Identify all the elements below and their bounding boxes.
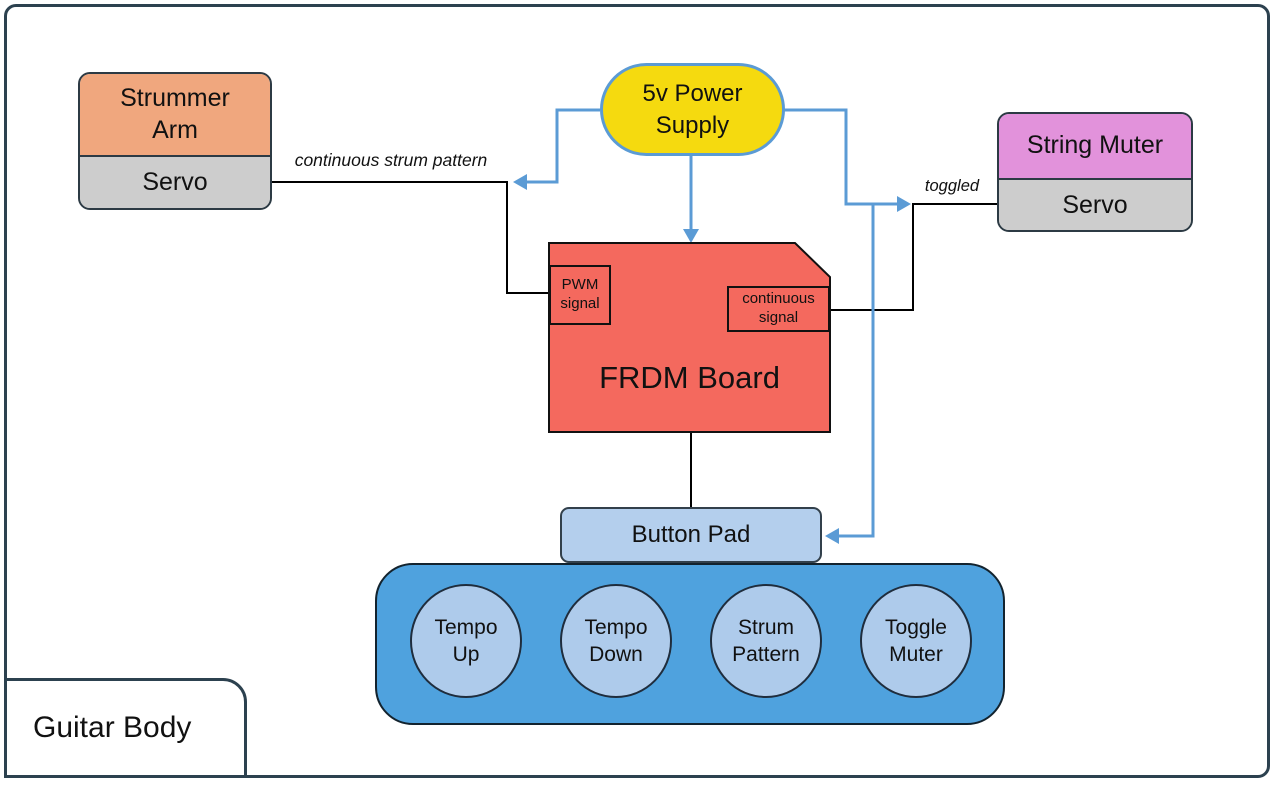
- power-supply-node: 5v Power Supply: [600, 63, 785, 156]
- muter-servo-section: Servo: [999, 180, 1191, 230]
- pwm-signal-label: PWM signal: [560, 276, 600, 312]
- frdm-board-title: FRDM Board: [599, 360, 780, 395]
- toggled-wire-label: toggled: [924, 177, 980, 195]
- button-tempo-down-label: Tempo Down: [584, 615, 648, 666]
- strum-pattern-wire-label: continuous strum pattern: [294, 150, 488, 170]
- button-strum-pattern-label: Strum Pattern: [732, 615, 800, 666]
- button-toggle-muter: Toggle Muter: [860, 584, 972, 698]
- strummer-arm-label: Strummer Arm: [120, 84, 230, 144]
- button-pad-node: Button Pad: [560, 507, 822, 563]
- strummer-servo-section: Servo: [80, 157, 270, 208]
- continuous-signal-label: continuous signal: [742, 290, 815, 326]
- button-tempo-up-label: Tempo Up: [434, 615, 498, 666]
- button-tempo-up: Tempo Up: [410, 584, 522, 698]
- pwm-signal-port: PWM signal: [549, 265, 611, 325]
- string-muter-label: String Muter: [1026, 131, 1164, 160]
- strummer-arm-section: Strummer Arm: [80, 74, 270, 157]
- guitar-body-title-text: Guitar Body: [33, 711, 192, 744]
- string-muter-node: String Muter Servo: [997, 112, 1193, 232]
- button-tempo-down: Tempo Down: [560, 584, 672, 698]
- button-pad-label: Button Pad: [631, 521, 751, 548]
- guitar-body-title: Guitar Body: [4, 678, 247, 778]
- guitar-body-boundary: [4, 4, 1270, 778]
- button-strum-pattern: Strum Pattern: [710, 584, 822, 698]
- power-supply-label: 5v Power Supply: [642, 80, 743, 139]
- button-toggle-muter-label: Toggle Muter: [885, 615, 947, 666]
- strummer-arm-node: Strummer Arm Servo: [78, 72, 272, 210]
- muter-servo-label: Servo: [1062, 190, 1128, 219]
- strummer-servo-label: Servo: [142, 168, 208, 196]
- continuous-signal-port: continuous signal: [727, 286, 830, 332]
- string-muter-section: String Muter: [999, 114, 1191, 180]
